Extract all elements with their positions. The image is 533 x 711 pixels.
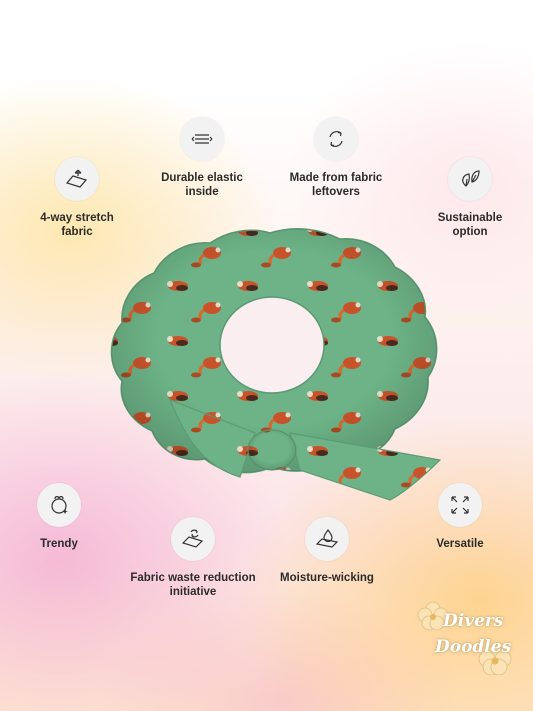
feature-leftovers: Made from fabric leftovers [271, 117, 401, 199]
stretch-fabric-icon [55, 157, 99, 201]
feature-elastic: Durable elastic inside [137, 117, 267, 199]
feature-trendy: Trendy [0, 483, 124, 551]
bow-right [289, 432, 442, 501]
scrunchie-image [110, 228, 442, 501]
scrunchie-center [219, 296, 325, 394]
feature-moisture-label: Moisture-wicking [280, 572, 374, 584]
water-drop-icon [305, 517, 349, 561]
arrows-expand-icon [438, 483, 482, 527]
recycle-icon [314, 117, 358, 161]
feature-sustainable-label: Sustainable option [437, 212, 503, 238]
watermark-line-1: Divers [443, 611, 504, 631]
watermark-line-2: Doodles [435, 637, 512, 657]
feature-sustainable: Sustainable option [405, 157, 533, 239]
feature-stretch-label: 4-way stretch fabric [40, 212, 114, 238]
flower-logo-icon [417, 601, 512, 676]
leaf-icon [448, 157, 492, 201]
brand-watermark: Divers Doodles [415, 595, 520, 676]
feature-leftovers-label: Made from fabric leftovers [289, 172, 383, 198]
feature-waste-label: Fabric waste reduction initiative [130, 572, 256, 598]
trendy-icon [37, 483, 81, 527]
feature-waste: Fabric waste reduction initiative [113, 517, 273, 599]
waste-reduction-icon [171, 517, 215, 561]
feature-versatile: Versatile [395, 483, 525, 551]
bow-left [168, 398, 256, 478]
elastic-icon [180, 117, 224, 161]
feature-trendy-label: Trendy [40, 538, 78, 550]
feature-elastic-label: Durable elastic inside [161, 172, 243, 198]
feature-versatile-label: Versatile [436, 538, 484, 550]
feature-stretch: 4-way stretch fabric [12, 157, 142, 239]
feature-moisture: Moisture-wicking [262, 517, 392, 585]
